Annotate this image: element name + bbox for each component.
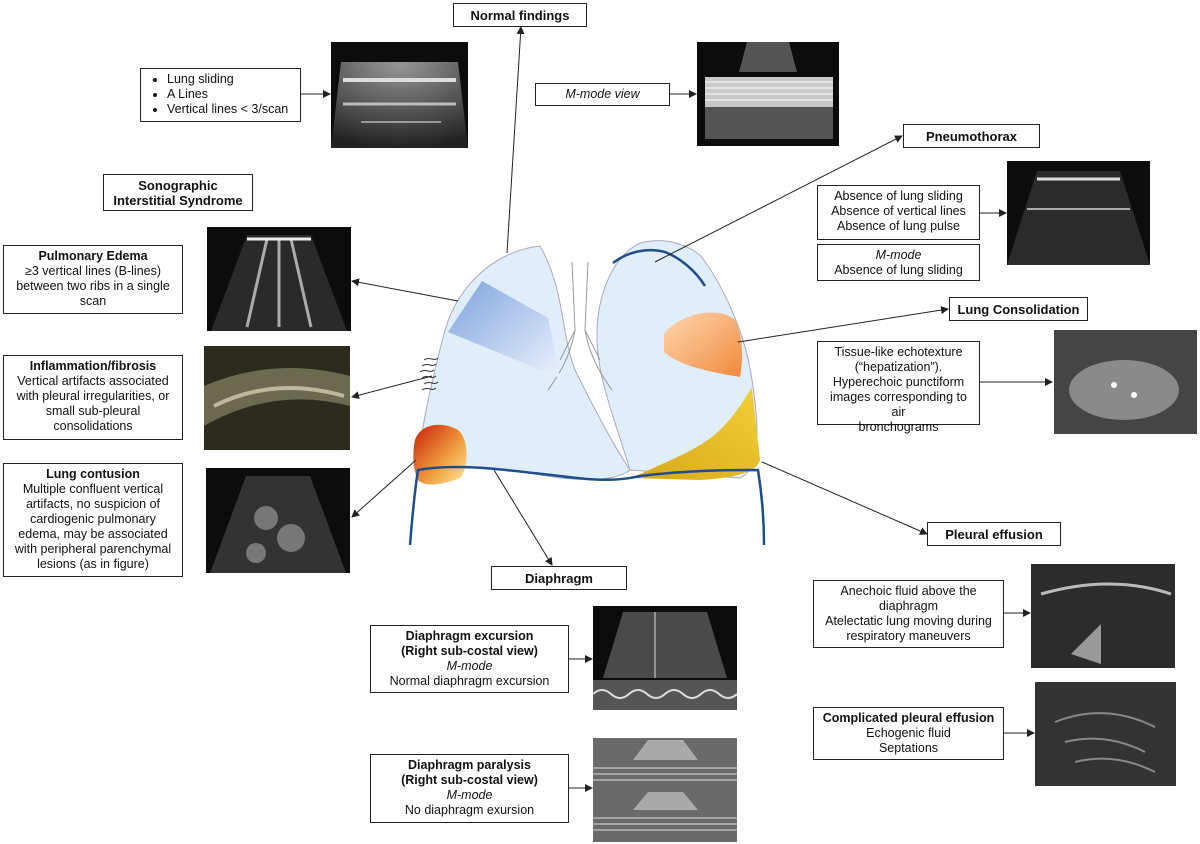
inflammation-line: consolidations (53, 419, 133, 433)
lung-consolidation-header: Lung Consolidation (949, 297, 1088, 321)
pneumothorax-header: Pneumothorax (903, 124, 1040, 148)
complicated-effusion-box: Complicated pleural effusion Echogenic f… (813, 707, 1004, 760)
lung-contusion-box: Lung contusion Multiple confluent vertic… (3, 463, 183, 577)
contusion-line: artifacts, no suspicion of (25, 497, 161, 511)
m-mode-view-box: M-mode view (535, 83, 670, 106)
pneumothorax-mmode-label: M-mode (875, 248, 922, 262)
lung-contusion-ultrasound-image (206, 468, 350, 573)
complicated-effusion-title: Complicated pleural effusion (822, 711, 995, 725)
consolidation-line: Tissue-like echotexture (834, 345, 963, 359)
lung-consolidation-box: Tissue-like echotexture (“hepatization”)… (817, 341, 980, 434)
paralysis-subtitle: (Right sub-costal view) (401, 773, 538, 787)
sis-title-line: Interstitial Syndrome (113, 192, 243, 208)
diaphragm-paralysis-ultrasound-image (593, 738, 737, 842)
pleural-effusion-header: Pleural effusion (927, 522, 1061, 546)
pneumothorax-findings-box: Absence of lung sliding Absence of verti… (817, 185, 980, 240)
effusion-line: Anechoic fluid above the (840, 584, 977, 598)
normal-item: Vertical lines < 3/scan (167, 102, 296, 117)
diaphragm-title: Diaphragm (525, 570, 593, 586)
pulmonary-edema-ultrasound-image (207, 227, 351, 331)
pleural-effusion-box: Anechoic fluid above the diaphragm Atele… (813, 580, 1004, 648)
edema-line: scan (79, 294, 107, 308)
pleural-effusion-ultrasound-image (1031, 564, 1175, 668)
diaphragm-header: Diaphragm (491, 566, 627, 590)
pneumothorax-line: Absence of vertical lines (831, 204, 966, 218)
m-mode-view-label: M-mode view (565, 87, 640, 101)
excursion-line: Normal diaphragm excursion (389, 674, 550, 688)
complicated-effusion-line: Echogenic fluid (866, 726, 951, 740)
excursion-subtitle: (Right sub-costal view) (401, 644, 538, 658)
excursion-mmode: M-mode (446, 659, 493, 673)
normal-findings-box: Lung sliding A Lines Vertical lines < 3/… (140, 68, 301, 122)
pneumothorax-ultrasound-image (1007, 161, 1150, 265)
pneumothorax-line: Absence of lung sliding (834, 189, 963, 203)
consolidation-line: images corresponding to air (830, 390, 967, 419)
effusion-line: Atelectatic lung moving during (825, 614, 992, 628)
pulmonary-edema-box: Pulmonary Edema ≥3 vertical lines (B-lin… (3, 245, 183, 314)
pneumothorax-mmode-box: M-mode Absence of lung sliding (817, 244, 980, 281)
contusion-line: with peripheral parenchymal (14, 542, 172, 556)
inflammation-title: Inflammation/fibrosis (29, 359, 157, 373)
contusion-line: lesions (as in figure) (37, 557, 149, 571)
edema-line: ≥3 vertical lines (B-lines) (24, 264, 162, 278)
effusion-line: respiratory maneuvers (846, 629, 971, 643)
diaphragm-paralysis-box: Diaphragm paralysis (Right sub-costal vi… (370, 754, 569, 823)
effusion-line: diaphragm (878, 599, 939, 613)
consolidation-zone (664, 312, 743, 377)
normal-lung-ultrasound-image (331, 42, 468, 148)
paralysis-mmode: M-mode (446, 788, 493, 802)
consolidation-title: Lung Consolidation (957, 301, 1080, 317)
m-mode-ultrasound-image (697, 42, 839, 146)
diaphragm-excursion-ultrasound-image (593, 606, 737, 710)
contusion-title: Lung contusion (46, 467, 140, 481)
normal-item: Lung sliding (167, 72, 296, 87)
sis-header: Sonographic Interstitial Syndrome (103, 174, 253, 211)
pneumothorax-mmode-line: Absence of lung sliding (834, 263, 963, 277)
effusion-zone (632, 388, 760, 480)
normal-findings-header: Normal findings (453, 3, 587, 27)
inflammation-line: with pleural irregularities, or (16, 389, 170, 403)
edema-title: Pulmonary Edema (38, 249, 148, 263)
diaphragm-excursion-box: Diaphragm excursion (Right sub-costal vi… (370, 625, 569, 693)
inflammation-box: Inflammation/fibrosis Vertical artifacts… (3, 355, 183, 440)
contusion-line: cardiogenic pulmonary (30, 512, 156, 526)
complicated-effusion-line: Septations (878, 741, 939, 755)
pneumothorax-title: Pneumothorax (925, 128, 1017, 144)
inflammation-fibrosis-ultrasound-image (204, 346, 350, 450)
lung-consolidation-ultrasound-image (1054, 330, 1197, 434)
inflammation-line: small sub-pleural (45, 404, 141, 418)
sis-title-line: Sonographic (138, 177, 218, 193)
contusion-zone (413, 424, 467, 485)
edema-line: between two ribs in a single (16, 279, 170, 293)
normal-item: A Lines (167, 87, 296, 102)
pneumothorax-line: Absence of lung pulse (836, 219, 960, 233)
complicated-effusion-ultrasound-image (1035, 682, 1176, 786)
consolidation-line: Hyperechoic punctiform (832, 375, 965, 389)
effusion-title: Pleural effusion (945, 526, 1043, 542)
inflammation-line: Vertical artifacts associated (17, 374, 169, 388)
paralysis-title: Diaphragm paralysis (408, 758, 531, 772)
consolidation-line: bronchograms (858, 420, 939, 434)
paralysis-line: No diaphragm exursion (404, 803, 535, 817)
contusion-line: edema, may be associated (18, 527, 168, 541)
excursion-title: Diaphragm excursion (405, 629, 534, 643)
contusion-line: Multiple confluent vertical (22, 482, 164, 496)
interstitial-zone (448, 281, 560, 378)
consolidation-line: (“hepatization”). (854, 360, 943, 374)
normal-findings-title: Normal findings (470, 7, 570, 23)
